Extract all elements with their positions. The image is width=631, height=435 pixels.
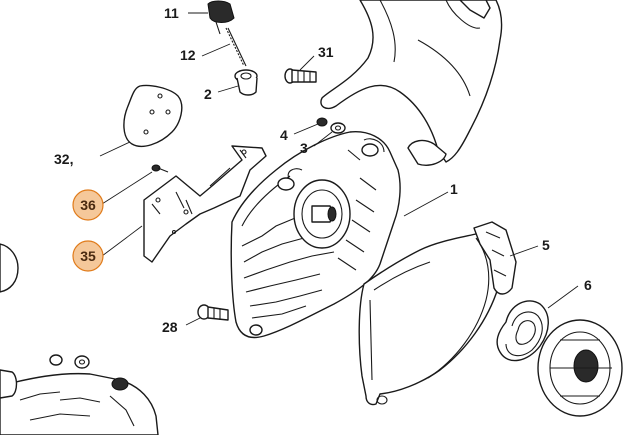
callout-35-badge[interactable]: 35	[72, 240, 104, 272]
part-12-cable	[225, 27, 247, 67]
callout-11: 11	[164, 5, 179, 21]
callout-35: 35	[80, 248, 96, 264]
callout-36: 36	[80, 197, 96, 213]
part-31-screw	[284, 68, 317, 84]
part-36-screw	[151, 164, 169, 173]
part-11-plug	[207, 0, 235, 35]
callout-12: 12	[180, 47, 196, 63]
rope-rotor	[537, 319, 623, 417]
callout-1: 1	[450, 181, 458, 197]
callout-6: 6	[584, 277, 592, 293]
part-3-washer	[330, 122, 346, 134]
part-28-screw	[197, 304, 229, 321]
part-5-spring-housing	[473, 221, 517, 295]
callout-4: 4	[280, 127, 288, 143]
callout-5: 5	[542, 237, 550, 253]
fan-guard	[358, 229, 504, 406]
part-4-screw	[316, 117, 328, 127]
part-2-grommet	[234, 69, 258, 96]
callout-2: 2	[204, 86, 212, 102]
leader-lines	[99, 12, 579, 326]
callout-32: 32,	[54, 151, 73, 167]
engine-housing	[0, 243, 159, 435]
callout-36-badge[interactable]: 36	[72, 189, 104, 221]
callout-28: 28	[162, 319, 178, 335]
part-35-deflector	[143, 145, 267, 263]
small-washer-left	[49, 354, 90, 369]
part-32-disc	[123, 84, 183, 148]
part-6-rewind-spring	[496, 300, 549, 362]
callout-31: 31	[318, 44, 334, 60]
part-1-fan-housing	[230, 131, 401, 339]
callout-3: 3	[300, 140, 308, 156]
rear-handle	[320, 0, 503, 166]
